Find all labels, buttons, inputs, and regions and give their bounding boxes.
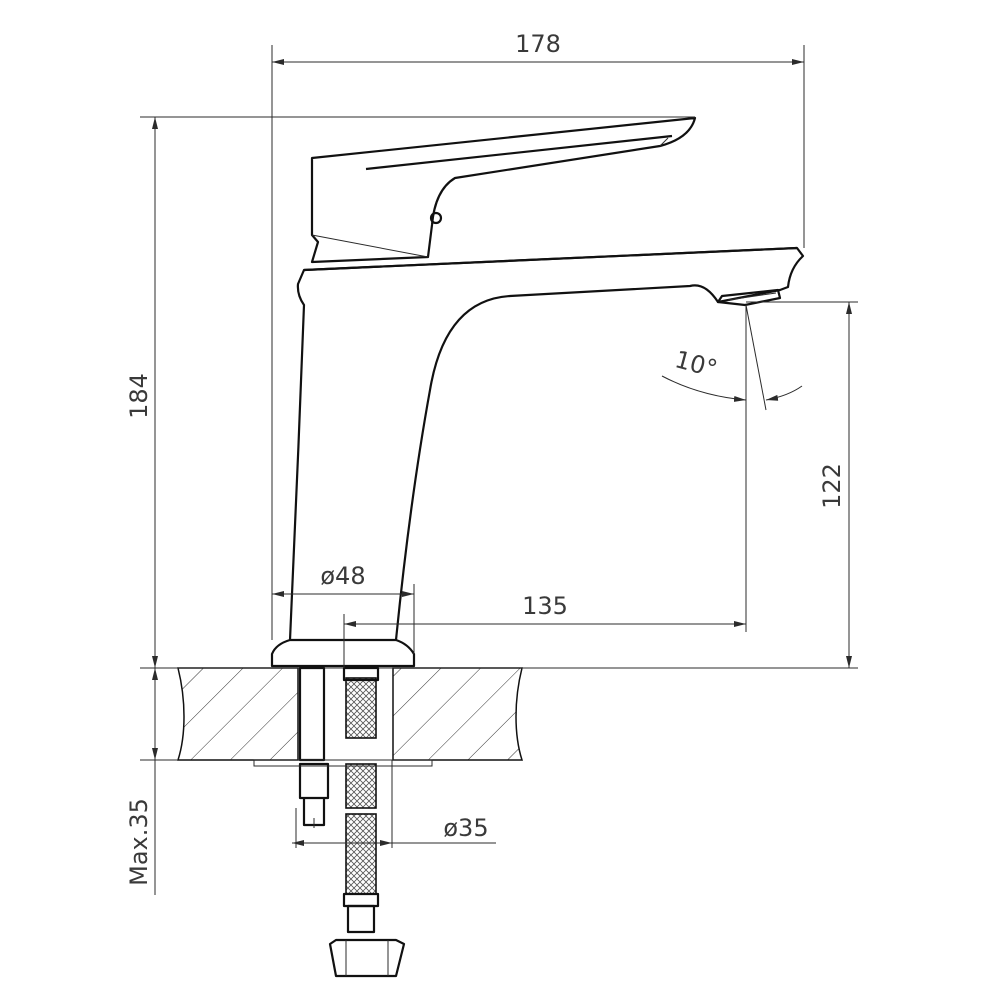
- dim-angle-10: 10°: [661, 304, 803, 411]
- supply-hose: [328, 666, 406, 978]
- dim-hole-diameter-35: ø35: [292, 814, 496, 846]
- dim-base-diameter-label: ø48: [320, 562, 365, 590]
- dim-max-thickness-label: Max.35: [125, 798, 153, 886]
- dim-width-178: 178: [271, 30, 805, 640]
- dim-max-thickness-35: Max.35: [125, 668, 158, 895]
- dim-height-184: 184: [125, 116, 695, 668]
- faucet-lever-handle: [310, 116, 697, 264]
- dim-width-label: 178: [515, 30, 561, 58]
- countertop-section: [140, 667, 858, 761]
- dim-height-label: 184: [125, 373, 153, 419]
- dim-spout-height-122: 122: [746, 301, 858, 668]
- dim-base-diameter-48: ø48: [272, 562, 415, 654]
- mounting-washer: [253, 759, 433, 767]
- dim-hole-diameter-label: ø35: [443, 814, 488, 842]
- dim-reach-label: 135: [522, 592, 568, 620]
- dim-reach-135: 135: [343, 305, 747, 668]
- dim-spout-height-label: 122: [818, 463, 846, 509]
- dim-angle-label: 10°: [672, 345, 720, 383]
- mounting-stud: [298, 666, 330, 828]
